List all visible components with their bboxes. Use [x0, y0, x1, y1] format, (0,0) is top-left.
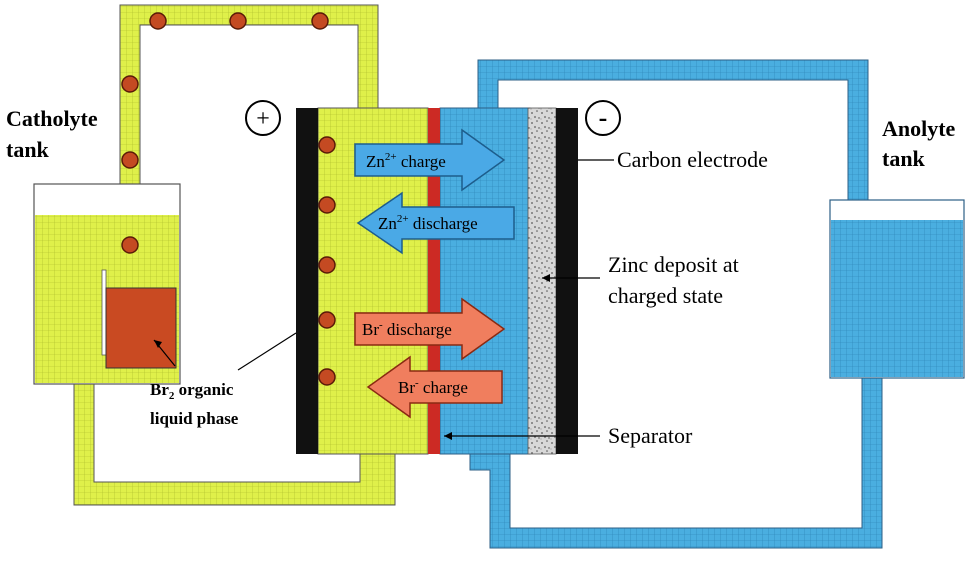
bromine-organic-phase	[105, 287, 177, 369]
negative-terminal: -	[585, 100, 621, 136]
carbon-electrode-label: Carbon electrode	[617, 147, 768, 172]
catholyte-tank	[33, 183, 181, 385]
droplet	[318, 311, 336, 329]
droplet	[121, 236, 139, 254]
br-charge-label: Br- charge	[398, 377, 468, 397]
zinc-deposit-label-line2: charged state	[608, 283, 723, 308]
br-discharge-label: Br- discharge	[362, 319, 452, 339]
droplet	[149, 12, 167, 30]
anolyte-liquid	[831, 220, 963, 377]
droplet	[318, 368, 336, 386]
bromine-droplets	[121, 12, 336, 386]
separator-membrane	[428, 108, 440, 454]
zinc-deposit-layer	[527, 107, 557, 455]
droplet	[318, 196, 336, 214]
positive-terminal: +	[245, 100, 281, 136]
anolyte-tank-label-line2: tank	[882, 146, 926, 171]
droplet	[229, 12, 247, 30]
br2-phase-label-line2: liquid phase	[150, 409, 239, 428]
droplet	[121, 151, 139, 169]
anolyte-tank	[829, 199, 965, 379]
br-discharge-arrow: Br- discharge	[354, 297, 506, 361]
droplet	[311, 12, 329, 30]
droplet	[318, 136, 336, 154]
zn-discharge-label: Zn2+ discharge	[378, 213, 478, 233]
br2-leader-right	[237, 332, 297, 371]
anolyte-tank-label-line1: Anolyte	[882, 116, 956, 141]
negative-sign: -	[599, 103, 608, 132]
negative-carbon-electrode	[556, 108, 578, 454]
positive-sign: +	[256, 106, 270, 132]
positive-electrode	[296, 108, 318, 454]
br-charge-arrow: Br- charge	[366, 355, 503, 419]
zn-discharge-arrow: Zn2+ discharge	[356, 191, 515, 255]
droplet	[318, 256, 336, 274]
catholyte-tank-label-line1: Catholyte	[6, 106, 98, 131]
droplet	[121, 75, 139, 93]
zn-charge-label: Zn2+ charge	[366, 151, 446, 171]
catholyte-tank-label-line2: tank	[6, 137, 50, 162]
separator-label: Separator	[608, 423, 693, 448]
zn-charge-arrow: Zn2+ charge	[354, 128, 506, 192]
br2-phase-label-line1: Br2 organic	[150, 380, 234, 402]
zinc-deposit-label-line1: Zinc deposit at	[608, 252, 739, 277]
